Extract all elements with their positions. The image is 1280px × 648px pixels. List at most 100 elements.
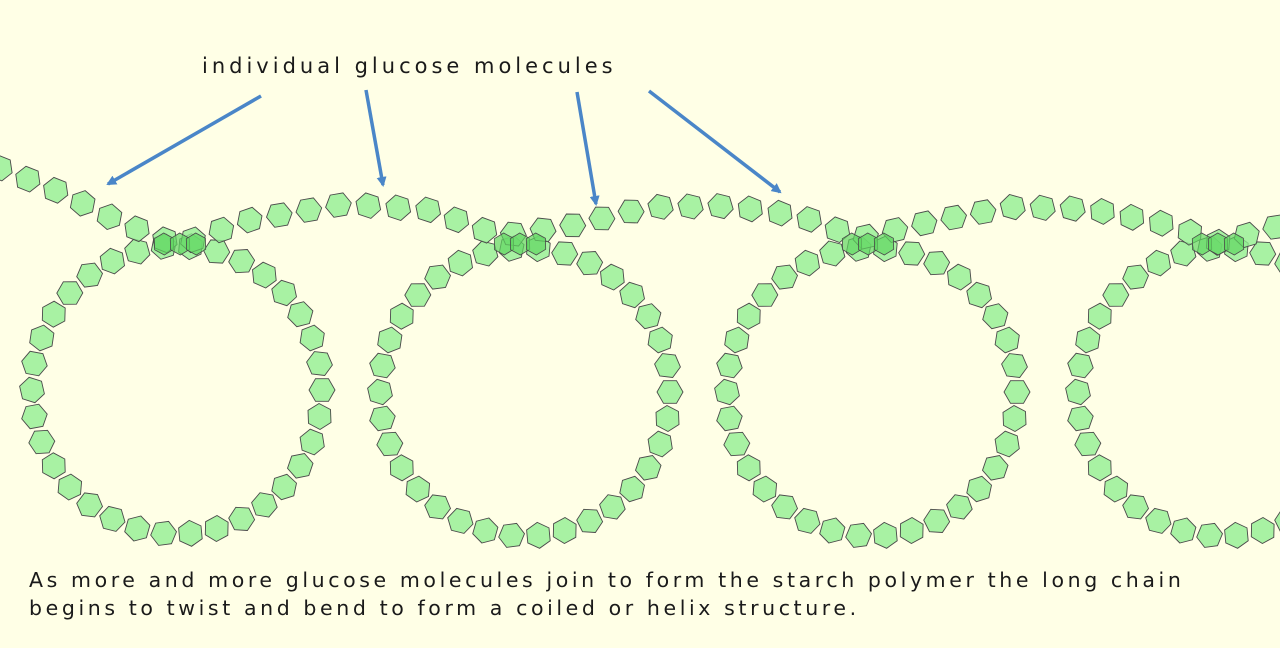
glucose-hexagon-icon [124,515,151,542]
glucose-hexagon-icon [299,428,325,456]
caption-line-1: As more and more glucose molecules join … [29,568,1185,592]
glucose-hexagon-icon [966,281,992,309]
glucose-hexagon-icon [647,193,674,220]
arrow-2 [364,89,387,187]
glucose-hexagon-icon [1029,194,1056,221]
glucose-hexagon-icon [57,473,83,501]
glucose-hexagon-icon [947,263,972,291]
glucose-hexagon-icon [472,517,499,544]
caption-text: As more and more glucose molecules join … [29,566,1269,622]
glucose-hexagon-icon [1102,283,1130,307]
glucose-hexagon-icon [819,517,846,544]
glucose-hexagon-icon [994,430,1020,458]
glucose-hexagon-icon [714,378,740,406]
glucose-hexagon-icon [600,263,625,291]
glucose-hexagon-icon [634,455,662,481]
glucose-hexagon-icon [736,454,761,482]
glucose-hexagon-icon [377,326,403,354]
glucose-hexagon-icon [647,430,673,458]
glucose-hexagon-icon [899,516,924,545]
glucose-hexagon-icon [307,402,332,431]
glucose-hexagon-icon [707,193,734,220]
glucose-hexagon-icon [771,264,799,290]
glucose-hexagon-icon [76,492,104,518]
glucose-hexagon-icon [424,494,452,520]
glucose-hexagon-icon [252,261,277,289]
glucose-hexagon-icon [369,405,396,432]
glucose-hexagon-icon [228,506,256,531]
glucose-hexagon-icon [389,454,414,482]
glucose-hexagon-icon [824,216,851,244]
glucose-hexagon-icon [551,241,579,266]
glucose-hexagon-icon [99,247,125,275]
glucose-hexagon-icon [124,238,151,265]
glucose-hexagon-icon [552,516,577,545]
glucose-hexagon-icon [96,203,123,231]
glucose-hexagon-icon [308,378,336,402]
glucose-hexagon-icon [1074,431,1102,457]
glucose-hexagon-icon [873,521,898,549]
glucose-hexagon-icon [251,492,278,518]
glucose-hexagon-icon [265,202,293,228]
glucose-hexagon-icon [1119,203,1145,231]
glucose-hexagon-icon [982,303,1009,330]
glucose-hexagon-icon [635,303,662,330]
glucose-hexagon-icon [1224,521,1249,549]
glucose-hexagon-icon [447,249,473,277]
glucose-hexagon-icon [19,376,45,404]
glucose-hexagon-icon [994,326,1020,354]
glucose-hexagon-icon [41,452,66,480]
overlap-hexagon-icon [873,232,895,256]
glucose-hexagon-icon [1196,522,1224,548]
glucose-hexagon-icon [716,405,743,432]
glucose-hexagon-icon [796,206,822,233]
glucose-hexagon-icon [677,193,704,220]
glucose-hexagon-icon [576,508,604,533]
glucose-hexagon-icon [946,494,973,520]
glucose-hexagon-icon [966,475,992,503]
glucose-hexagon-icon [619,475,645,503]
glucose-hexagon-icon [404,283,432,307]
glucose-hexagon-icon [203,239,231,264]
glucose-hexagon-icon [845,522,873,548]
overlap-hexagon-icon [185,232,207,256]
top-chain-group [0,155,1280,256]
glucose-hexagon-icon [736,302,761,330]
glucose-hexagon-icon [1250,516,1275,545]
glucose-hexagon-icon [1075,326,1101,354]
glucose-hexagon-icon [367,378,393,406]
glucose-hexagon-icon [369,352,396,379]
glucose-hexagon-icon [306,351,333,376]
glucose-hexagon-icon [295,197,323,223]
glucose-hexagon-icon [724,326,750,354]
glucose-hexagon-icon [911,210,938,237]
glucose-hexagon-icon [178,519,203,547]
glucose-hexagon-icon [21,403,48,430]
glucose-hexagon-icon [1087,302,1112,330]
glucose-hexagon-icon [228,249,256,274]
glucose-hexagon-icon [271,473,297,501]
glucose-hexagon-icon [1090,197,1115,225]
glucose-hexagon-icon [1122,264,1150,290]
glucose-hexagon-icon [526,521,551,549]
glucose-hexagon-icon [443,206,470,234]
glucose-hexagon-icon [1002,404,1027,433]
glucose-hexagon-icon [617,199,645,224]
glucose-hexagon-icon [405,475,431,503]
glucose-hexagon-icon [1003,380,1031,404]
coil-group [19,233,1280,549]
glucose-hexagon-icon [471,216,498,244]
glucose-hexagon-icon [325,192,352,218]
glucose-hexagon-icon [599,494,626,520]
glucose-hexagon-icon [385,194,412,222]
glucose-hexagon-icon [771,494,799,520]
glucose-hexagon-icon [794,249,820,277]
glucose-hexagon-icon [1065,378,1091,406]
glucose-hexagon-icon [1145,249,1171,277]
glucose-hexagon-icon [723,431,751,457]
glucose-hexagon-icon [1262,214,1280,240]
glucose-hexagon-icon [498,522,526,548]
glucose-hexagon-icon [29,324,55,352]
